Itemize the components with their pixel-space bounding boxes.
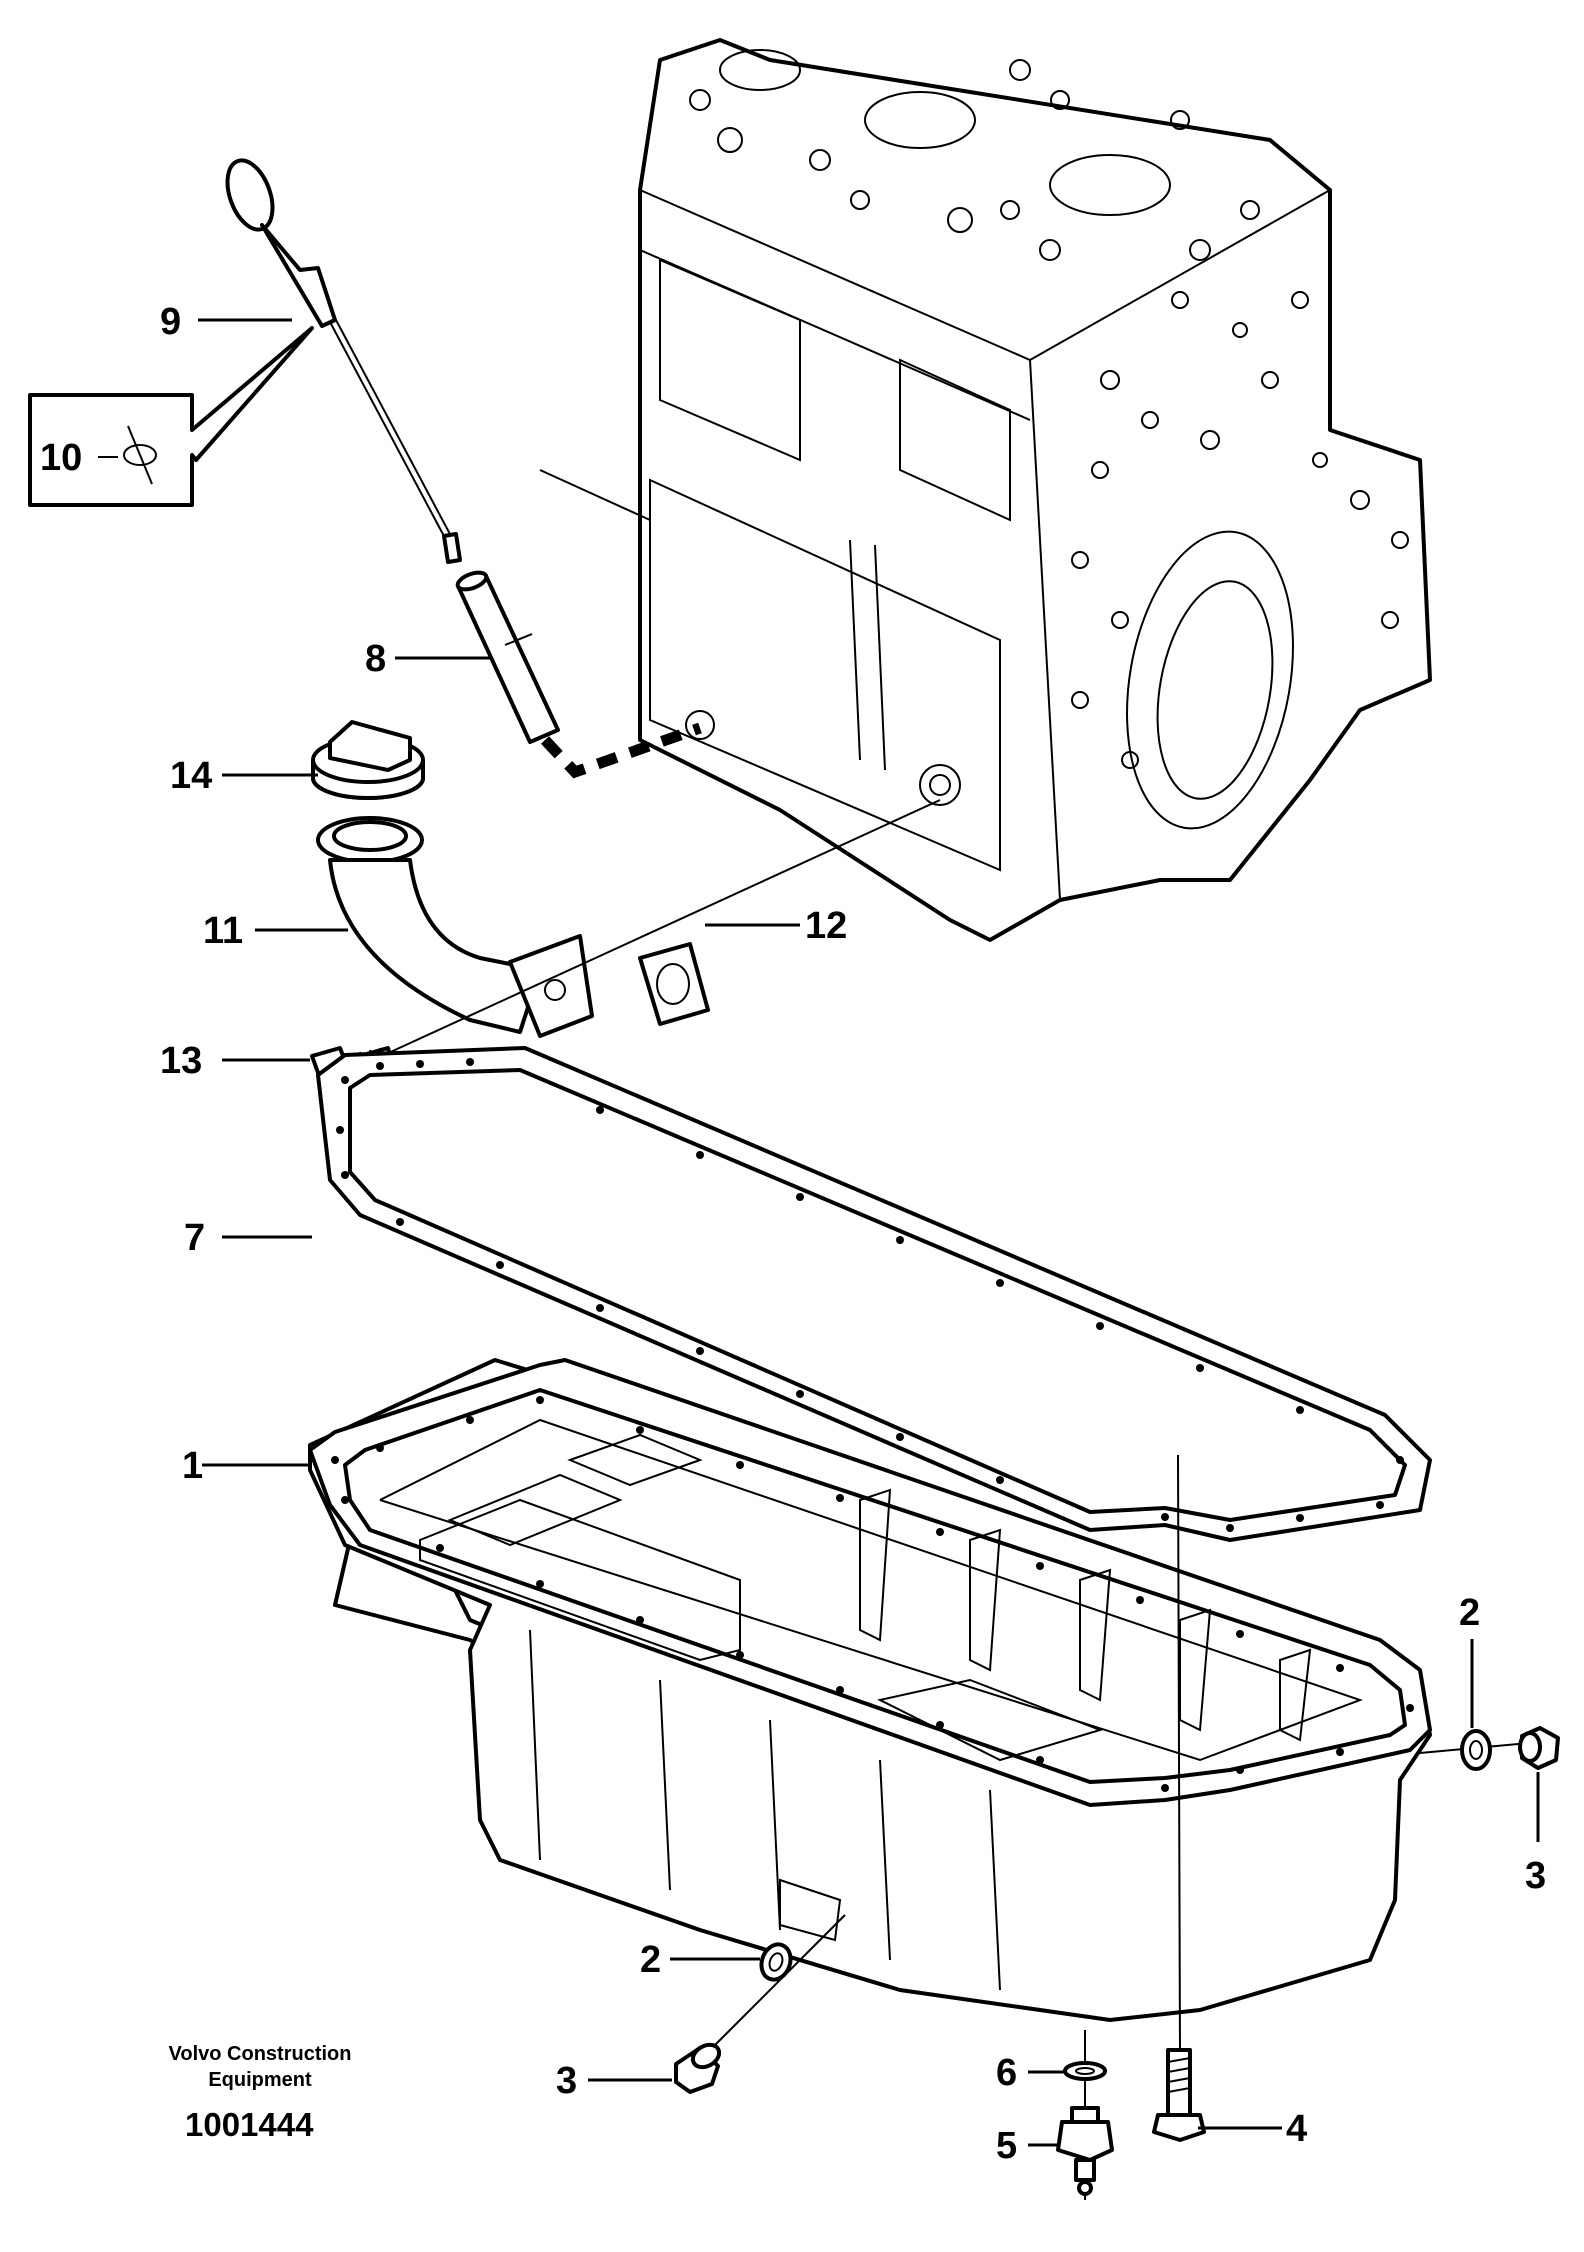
callout-2-bottom: 2 [640, 1939, 661, 1981]
dipstick [225, 158, 462, 564]
callout-2-side: 2 [1459, 1592, 1480, 1634]
callout-11: 11 [203, 910, 243, 952]
callout-3-bottom: 3 [556, 2060, 577, 2102]
drain-plug-lower [674, 2042, 722, 2094]
oil-level-sensor [1056, 2106, 1114, 2196]
drain-washer-side [1460, 1729, 1492, 1771]
callout-labels: 9 10 8 14 11 12 13 7 1 2 3 2 3 6 5 4 [40, 301, 1546, 2167]
callout-10: 10 [40, 437, 82, 479]
callout-14: 14 [170, 755, 212, 797]
callout-leaders [198, 318, 1540, 2147]
footer: Volvo Construction Equipment 1001444 [169, 2043, 352, 2143]
dipstick-guide-tube [455, 570, 702, 779]
drain-axis-lower [699, 1914, 846, 2061]
callout-7: 7 [184, 1217, 205, 1259]
oil-filler-pipe [316, 816, 594, 1038]
pan-screw-axis [1177, 1454, 1181, 2056]
oil-pan [308, 1358, 1432, 2022]
inset-reference-box [28, 326, 314, 507]
callout-13: 13 [160, 1040, 202, 1082]
callout-8: 8 [365, 638, 386, 680]
engine-block [539, 38, 1432, 942]
document-number: 1001444 [185, 2106, 314, 2143]
bolt-axis-line [383, 799, 941, 1056]
callout-4: 4 [1286, 2108, 1307, 2150]
drain-plug-side [1518, 1726, 1560, 1770]
brand-line-2: Equipment [208, 2069, 312, 2091]
callout-6: 6 [996, 2052, 1017, 2094]
callout-12: 12 [805, 905, 847, 947]
oil-pan-screw [1152, 2048, 1206, 2142]
drain-washer-lower [759, 1942, 793, 1982]
callout-5: 5 [996, 2125, 1017, 2167]
oil-pan-gasket [316, 1046, 1432, 1542]
flange-gasket [638, 942, 710, 1026]
callout-9: 9 [160, 301, 181, 343]
sealing-washer [1063, 2061, 1107, 2081]
callout-1: 1 [182, 1445, 203, 1487]
brand-line-1: Volvo Construction [169, 2043, 352, 2065]
oil-filler-cap [311, 720, 425, 800]
callout-3-side: 3 [1525, 1855, 1546, 1897]
